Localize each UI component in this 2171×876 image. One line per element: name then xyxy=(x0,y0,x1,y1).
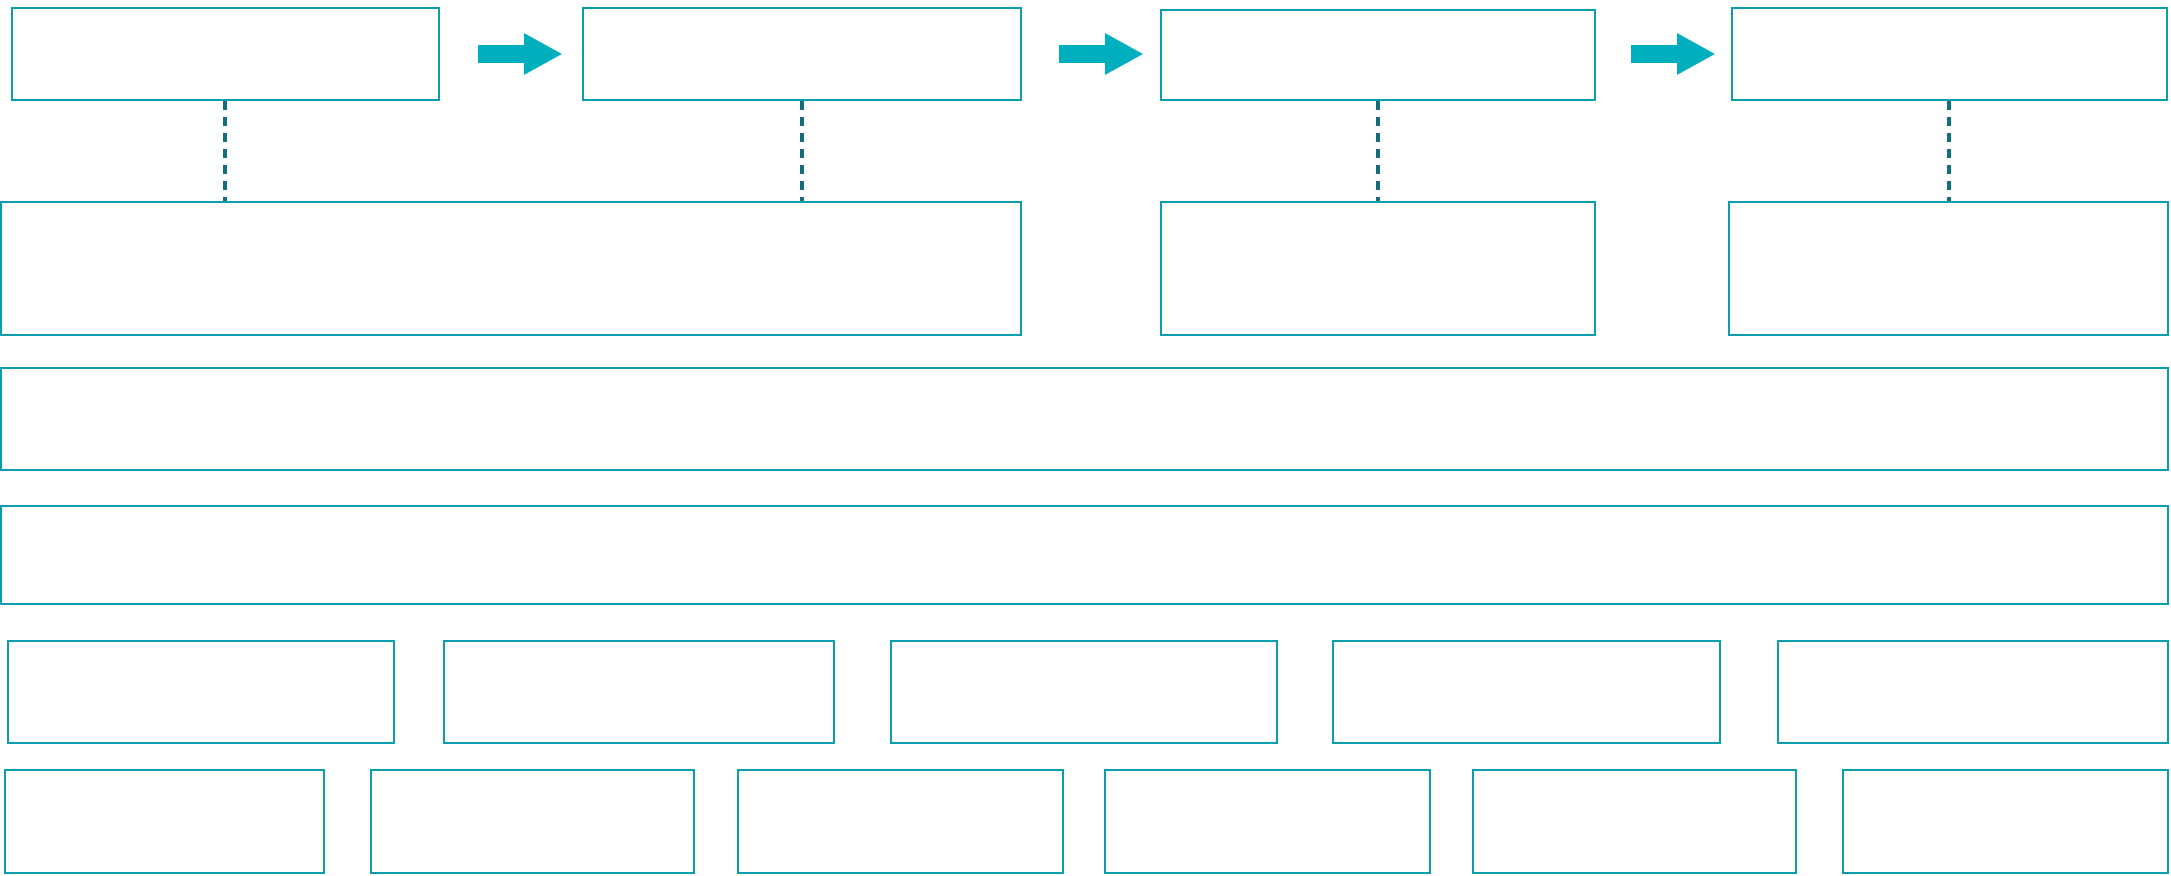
flow-step-1-box[interactable] xyxy=(11,7,440,101)
flow-step-3-box[interactable] xyxy=(1160,9,1596,101)
sixth-row-box-2[interactable] xyxy=(370,769,695,874)
flow-step-2-box[interactable] xyxy=(582,7,1022,101)
dashed-connector-3 xyxy=(1376,101,1380,201)
fifth-row-box-1[interactable] xyxy=(7,640,395,744)
fifth-row-box-5[interactable] xyxy=(1777,640,2169,744)
sixth-row-box-3[interactable] xyxy=(737,769,1064,874)
flow-arrow-right-2-icon xyxy=(1059,33,1143,75)
flow-arrow-right-1-icon xyxy=(478,33,562,75)
dashed-connector-4 xyxy=(1947,101,1951,201)
sixth-row-box-1[interactable] xyxy=(4,769,325,874)
fifth-row-box-3[interactable] xyxy=(890,640,1278,744)
sixth-row-box-4[interactable] xyxy=(1104,769,1431,874)
flow-arrow-right-3-icon xyxy=(1631,33,1715,75)
fifth-row-box-2[interactable] xyxy=(443,640,835,744)
fifth-row-box-4[interactable] xyxy=(1332,640,1721,744)
dashed-connector-1 xyxy=(223,101,227,201)
dashed-connector-2 xyxy=(800,101,804,201)
band-row-2-box[interactable] xyxy=(0,505,2169,605)
detail-box-wide[interactable] xyxy=(0,201,1022,336)
sixth-row-box-5[interactable] xyxy=(1472,769,1797,874)
flow-step-4-box[interactable] xyxy=(1731,7,2168,101)
detail-box-middle[interactable] xyxy=(1160,201,1596,336)
band-row-1-box[interactable] xyxy=(0,367,2169,471)
detail-box-right[interactable] xyxy=(1728,201,2169,336)
sixth-row-box-6[interactable] xyxy=(1842,769,2169,874)
